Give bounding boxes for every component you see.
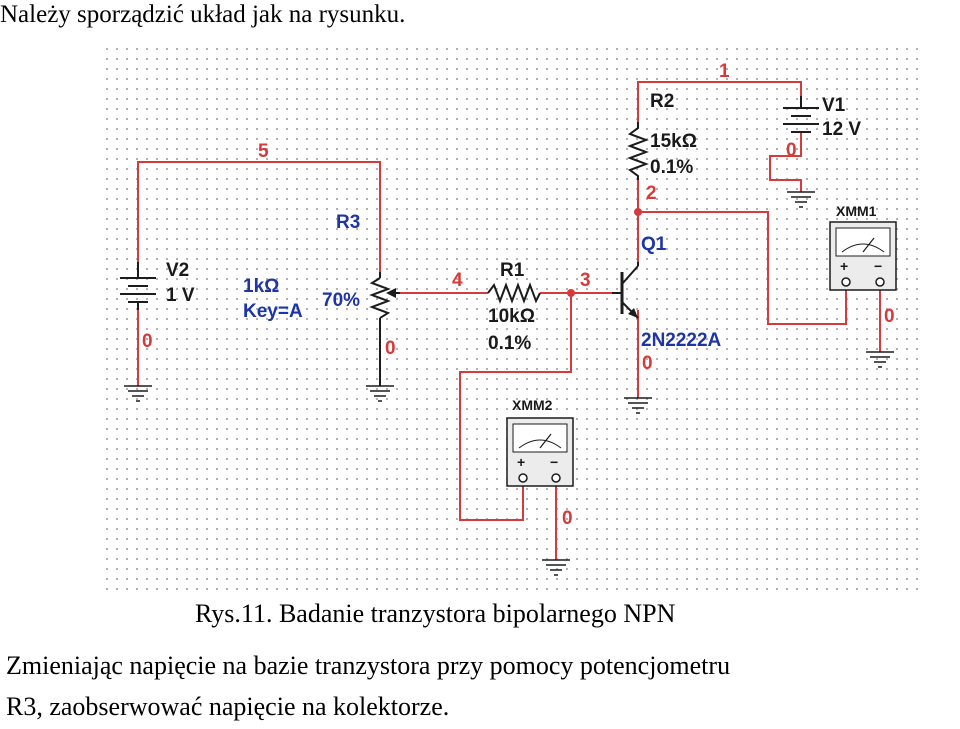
xmm1-node: 0: [884, 306, 895, 327]
node-label-1: 1: [719, 61, 730, 82]
q1-emitter-node: 0: [642, 353, 653, 374]
r3-value: 1kΩ: [243, 276, 279, 297]
instruction-line-1: Zmieniając napięcie na bazie tranzystora…: [6, 651, 731, 680]
v2-pin: 0: [142, 331, 153, 352]
node-label-5: 5: [258, 141, 269, 162]
node-label-3: 3: [580, 270, 591, 291]
r2-value: 15kΩ: [650, 131, 697, 152]
v1-pin: 0: [786, 140, 797, 161]
xmm2-node: 0: [562, 508, 573, 529]
r3-percent: 70%: [322, 290, 360, 311]
xmm1-plus: +: [840, 258, 848, 274]
r3-pin: 0: [385, 338, 396, 359]
q1-name: Q1: [641, 234, 667, 255]
ground-emitter: [624, 397, 652, 414]
r2-name: R2: [650, 91, 674, 112]
r1-tolerance: 0.1%: [488, 333, 531, 354]
potentiometer-r3[interactable]: [369, 272, 400, 386]
figure-caption: Rys.11. Badanie tranzystora bipolarnego …: [195, 599, 676, 628]
v1-name: V1: [822, 95, 846, 116]
ground-xmm1: [866, 351, 894, 368]
v2-value: 1 V: [166, 285, 195, 306]
wires: [137, 81, 881, 560]
junction-node-3: [567, 289, 575, 297]
xmm1-minus: −: [874, 258, 882, 274]
ground-v1: [787, 191, 815, 208]
r1-value: 10kΩ: [488, 306, 535, 327]
ground-xmm2: [542, 559, 570, 576]
battery-v2[interactable]: [120, 262, 156, 310]
xmm2-name: XMM2: [512, 397, 553, 413]
r1-name: R1: [500, 260, 525, 281]
resistor-r1[interactable]: [487, 282, 541, 304]
intro-text: Należy sporządzić układ jak na rysunku.: [0, 1, 406, 28]
battery-v1[interactable]: [783, 96, 819, 133]
xmm2-plus: +: [517, 454, 525, 470]
r3-name: R3: [336, 212, 360, 233]
node-label-4: 4: [452, 270, 463, 291]
ground-r3: [366, 385, 394, 402]
r3-key: Key=A: [243, 301, 303, 322]
resistor-r2[interactable]: [627, 122, 649, 180]
xmm2-minus: −: [550, 454, 558, 470]
ground-v2: [124, 385, 152, 402]
xmm1-name: XMM1: [836, 203, 877, 219]
multimeter-xmm1[interactable]: [829, 221, 897, 291]
node-label-2: 2: [646, 183, 657, 204]
v1-value: 12 V: [822, 119, 861, 140]
multimeter-xmm2[interactable]: [506, 417, 574, 487]
instruction-line-2: R3, zaobserwować napięcie na kolektorze.: [6, 692, 450, 721]
q1-model: 2N2222A: [641, 330, 722, 351]
junction-node-2: [634, 208, 642, 216]
v2-name: V2: [166, 260, 189, 281]
r2-tolerance: 0.1%: [650, 157, 693, 178]
transistor-q1[interactable]: [612, 262, 639, 319]
